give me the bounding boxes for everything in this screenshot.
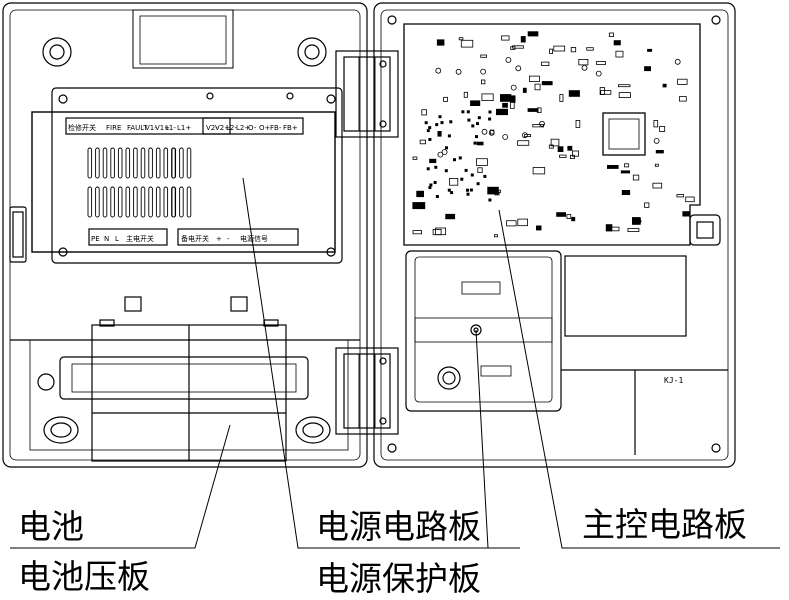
upper-hinge bbox=[335, 50, 399, 138]
battery-plate bbox=[59, 356, 309, 400]
terminal-label-top: L1- bbox=[165, 124, 176, 132]
terminal-label-top: V2- bbox=[206, 124, 218, 132]
terminal-label-bottom: + bbox=[216, 235, 222, 243]
left-housing bbox=[2, 2, 368, 468]
terminal-label-top: O+ bbox=[259, 124, 271, 132]
terminal-label-bottom: N bbox=[104, 235, 109, 243]
terminal-label-bottom: L bbox=[115, 235, 119, 243]
terminal-label-top: FIRE bbox=[106, 124, 121, 132]
power-protect-board bbox=[405, 250, 562, 412]
terminal-label-bottom: 主电开关 bbox=[126, 234, 154, 243]
terminal-label-top: FB+ bbox=[283, 124, 298, 132]
label-main-board: 主控电路板 bbox=[582, 505, 747, 544]
label-power-board: 电源电路板 bbox=[316, 507, 481, 546]
terminal-label-bottom: PE bbox=[91, 235, 100, 243]
terminal-label-top: O- bbox=[248, 124, 257, 132]
label-power-protect-board: 电源保护板 bbox=[316, 559, 481, 598]
terminal-label-top: V1- bbox=[145, 124, 157, 132]
terminal-label-top: L1+ bbox=[177, 124, 191, 132]
terminal-label-top: FB- bbox=[270, 124, 282, 132]
lower-hinge bbox=[335, 347, 399, 435]
leader-lines bbox=[10, 177, 780, 549]
right-housing bbox=[373, 2, 736, 468]
terminal-label-top: V2+ bbox=[215, 124, 230, 132]
terminal-label-top: L2+ bbox=[236, 124, 250, 132]
terminal-label-top: 检修开关 bbox=[68, 123, 96, 132]
label-battery: 电池 bbox=[18, 507, 84, 546]
terminal-label-top: L2- bbox=[226, 124, 237, 132]
label-battery-plate: 电池压板 bbox=[18, 557, 150, 596]
terminal-label-bottom: 备电开关 bbox=[181, 234, 209, 243]
power-board bbox=[31, 111, 336, 253]
terminal-label-bottom: - bbox=[227, 235, 230, 243]
terminal-label-top: V1+ bbox=[155, 124, 170, 132]
main-board bbox=[403, 23, 701, 246]
model-tag: KJ-1 bbox=[664, 376, 683, 385]
terminal-label-top: FAULT bbox=[127, 124, 148, 132]
terminal-label-bottom: 电源信号 bbox=[240, 234, 268, 243]
